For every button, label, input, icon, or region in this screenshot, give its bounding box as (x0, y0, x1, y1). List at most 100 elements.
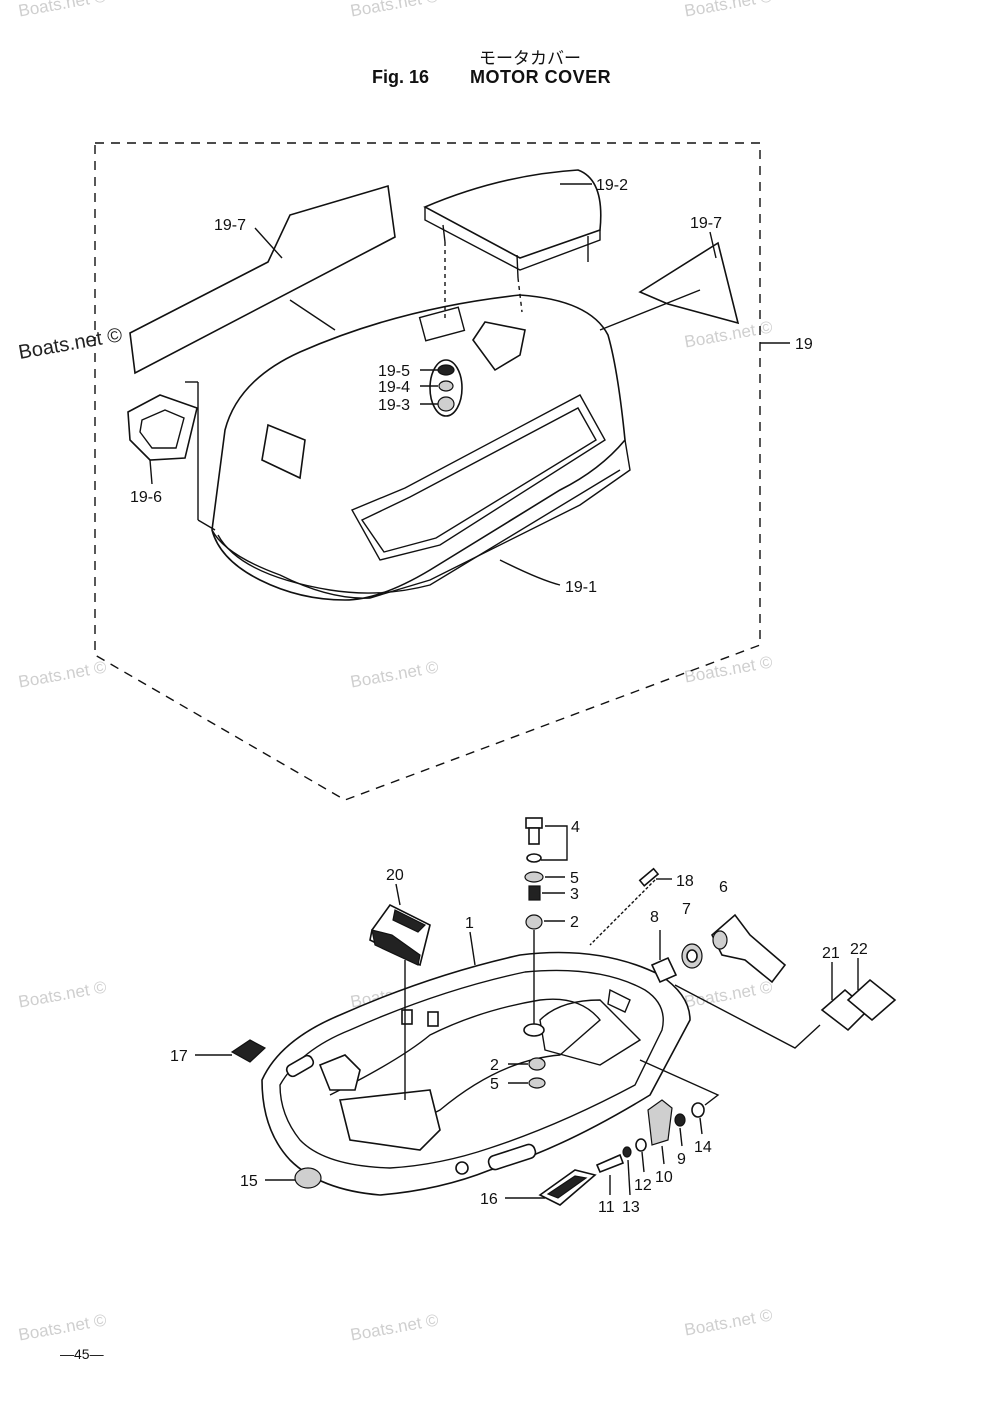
callout-20: 20 (386, 867, 404, 884)
part-15-cap (294, 1167, 322, 1189)
part-18-cable (589, 879, 656, 946)
case-boss (401, 1009, 413, 1025)
title-japanese: モータカバー (479, 49, 581, 69)
kit-boundary-dashed (94, 142, 761, 801)
callout-8: 8 (650, 909, 659, 926)
callout-labels: 19-7 19-2 19-7 19 19-5 19-4 19-3 19-6 19… (130, 177, 868, 1216)
grommet-inner (139, 409, 185, 449)
figure-label: Fig. 16 (372, 67, 430, 87)
case-side-slot (487, 1143, 537, 1171)
part-19-3-nut (437, 396, 455, 412)
callout-12: 12 (634, 1177, 652, 1194)
callout-19-7: 19-7 (690, 215, 722, 232)
leader-4 (541, 825, 568, 861)
part-22-decal (846, 978, 897, 1022)
leader-10 (661, 1145, 665, 1165)
part-4-bolt-shank (528, 827, 540, 845)
part-19-5-washer (437, 364, 455, 376)
leader-19-7a (254, 227, 283, 259)
callout-3: 3 (570, 886, 579, 903)
case-front-bracket (339, 1089, 441, 1151)
callout-11: 11 (598, 1199, 615, 1216)
callout-5: 5 (570, 870, 579, 887)
case-ribs (607, 988, 631, 1013)
case-left-slot (285, 1054, 315, 1078)
leader-14 (699, 1117, 703, 1135)
lid-pin-left (442, 224, 446, 243)
part-14-washer (691, 1102, 705, 1118)
part-3-collar (528, 885, 541, 901)
case-boss (427, 1011, 439, 1027)
part-10-bracket (647, 1099, 673, 1146)
cover-top-opening (472, 321, 526, 372)
part-4-bolt-head (525, 817, 543, 829)
lid-guide-dashed (517, 277, 523, 313)
part-19-7-decal-right (638, 241, 740, 325)
part-13-washer (622, 1146, 632, 1158)
part-17-grommet (230, 1039, 267, 1063)
part-19-2-top-lid (423, 169, 602, 259)
part-19-1-motor-cover (211, 294, 626, 601)
cover-side-panel (351, 394, 606, 561)
callout-6: 6 (719, 879, 728, 896)
part-4-washer (526, 853, 542, 863)
part-8-sleeve (650, 956, 678, 984)
decal-guide (674, 984, 821, 1049)
leader-19-6 (149, 459, 153, 485)
grommet-16-inner (546, 1175, 588, 1199)
lever-hub (712, 930, 728, 950)
leader-1 (469, 931, 476, 966)
callout-19-4: 19-4 (378, 379, 410, 396)
callout-4: 4 (571, 819, 580, 836)
callout-19-5: 19-5 (378, 363, 410, 380)
case-inner-channel (329, 998, 601, 1141)
figure-title: MOTOR COVER (470, 67, 612, 87)
callout-19-7: 19-7 (214, 217, 246, 234)
part-19-7-decal-left (129, 184, 396, 375)
callout-13: 13 (622, 1199, 640, 1216)
callout-2: 2 (570, 914, 579, 931)
part-5-washer (524, 871, 544, 883)
callout-16: 16 (480, 1191, 498, 1208)
cover-bottom-lip (217, 469, 621, 594)
callout-1: 1 (465, 915, 474, 932)
callout-15: 15 (240, 1173, 258, 1190)
callout-21: 21 (822, 945, 840, 962)
part-2-grommet (525, 914, 543, 930)
callout-19-6: 19-6 (130, 489, 162, 506)
cover-piece-dark (392, 909, 427, 933)
callout-2-lower: 2 (490, 1057, 499, 1074)
leader-19-7b (709, 231, 717, 259)
callout-19: 19 (795, 336, 813, 353)
cover-front-window (261, 423, 306, 480)
part-18-cable-end (638, 867, 660, 887)
lower-cover-assembly-group (195, 817, 897, 1206)
part-19-6-grommet (127, 394, 198, 461)
lid-pin-mid (516, 254, 519, 279)
upper-cover-assembly-group (94, 142, 790, 801)
callout-14: 14 (694, 1139, 712, 1156)
page-number: —45— (60, 1346, 104, 1362)
case-screw (455, 1161, 469, 1175)
part-12-washer (635, 1138, 647, 1152)
callout-19-3: 19-3 (378, 397, 410, 414)
callout-19-2: 19-2 (596, 177, 628, 194)
case-inner-rim (279, 969, 664, 1169)
leader-20 (395, 883, 401, 906)
part-7-bearing-inner (686, 949, 698, 963)
case-lever-mechanism (318, 1054, 361, 1091)
leader-9 (679, 1127, 683, 1147)
guide-line (599, 289, 701, 331)
callout-22: 22 (850, 941, 868, 958)
guide-line (289, 299, 336, 331)
callout-19-1: 19-1 (565, 579, 597, 596)
callout-7: 7 (682, 901, 691, 918)
hardware-guide (639, 1059, 720, 1106)
callout-5-lower: 5 (490, 1076, 499, 1093)
part-9-washer (674, 1113, 686, 1127)
callout-18: 18 (676, 873, 694, 890)
part-6-lever (711, 913, 787, 984)
part-5-washer-lower (528, 1077, 546, 1089)
callout-17: 17 (170, 1048, 188, 1065)
